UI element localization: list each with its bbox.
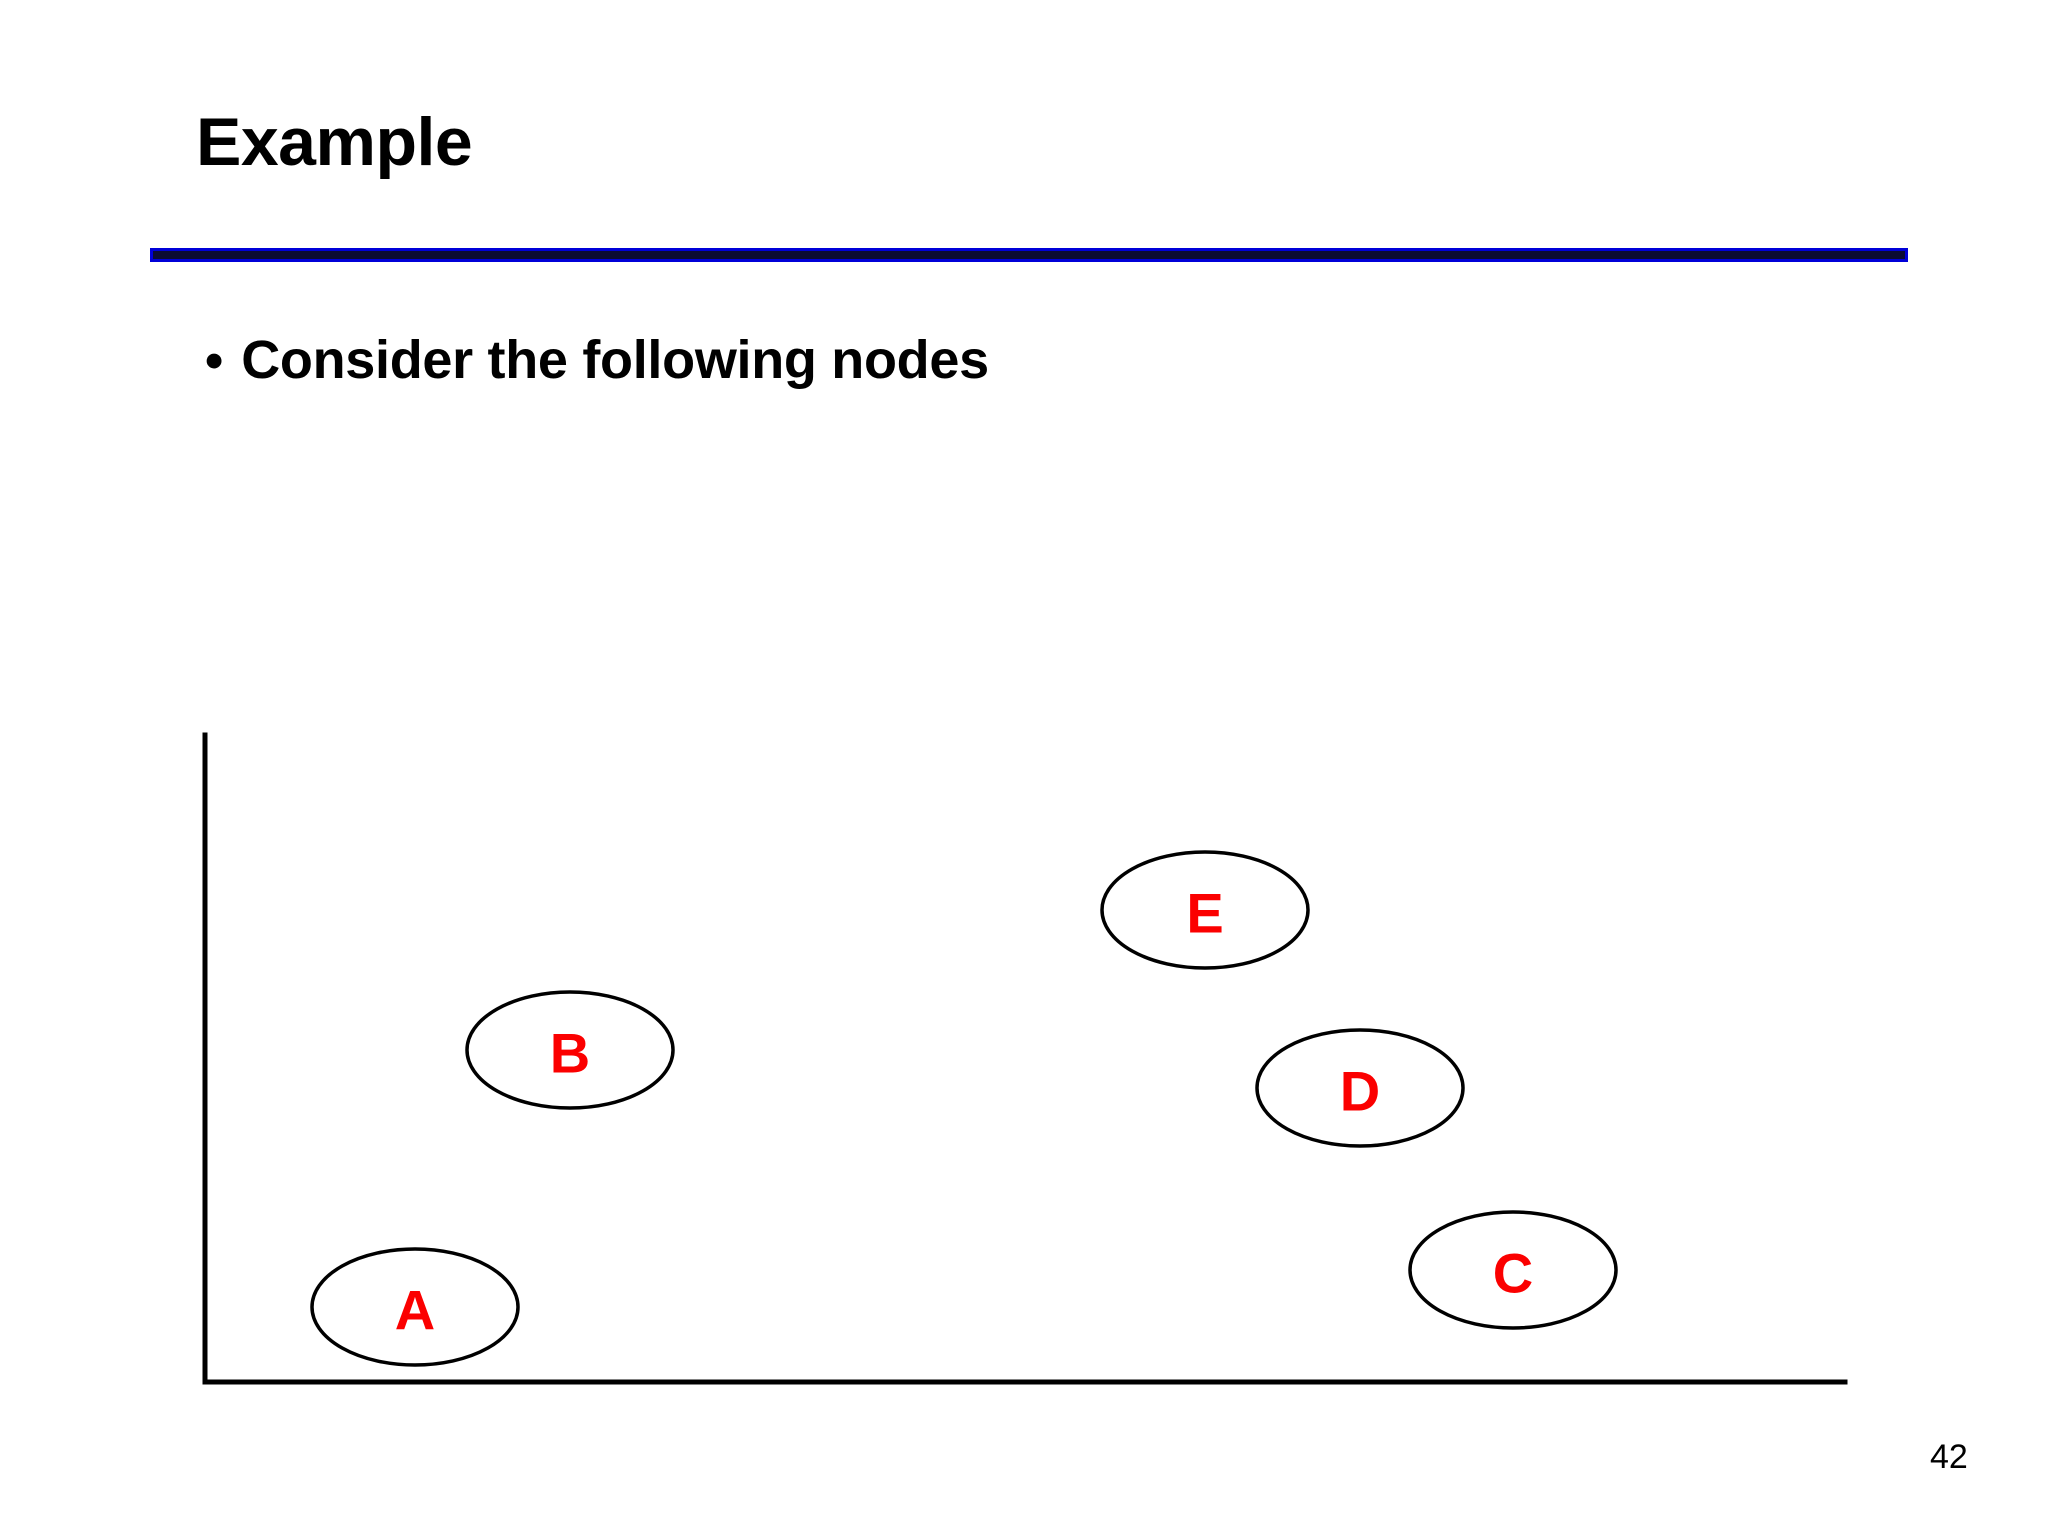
node-e[interactable]: E bbox=[1100, 850, 1310, 970]
node-c[interactable]: C bbox=[1408, 1210, 1618, 1330]
node-b-ellipse[interactable] bbox=[465, 990, 675, 1110]
bullet-point-icon: • bbox=[205, 332, 224, 390]
title-divider-core bbox=[153, 251, 1905, 259]
node-d-ellipse[interactable] bbox=[1255, 1028, 1465, 1148]
node-e-ellipse[interactable] bbox=[1100, 850, 1310, 970]
node-b[interactable]: B bbox=[465, 990, 675, 1110]
node-b-label: B bbox=[550, 1022, 590, 1085]
title-divider bbox=[150, 248, 1908, 262]
page-title: Example bbox=[196, 104, 473, 180]
node-a-label: A bbox=[395, 1279, 435, 1342]
node-a[interactable]: A bbox=[310, 1247, 520, 1367]
bullet-list-item: • Consider the following nodes bbox=[205, 333, 989, 387]
node-d[interactable]: D bbox=[1255, 1028, 1465, 1148]
node-e-label: E bbox=[1186, 882, 1223, 945]
slide-page-number: 42 bbox=[1930, 1438, 1968, 1476]
node-c-ellipse[interactable] bbox=[1408, 1210, 1618, 1330]
node-d-label: D bbox=[1340, 1060, 1380, 1123]
bullet-item-label: Consider the following nodes bbox=[241, 330, 989, 390]
node-a-ellipse[interactable] bbox=[310, 1247, 520, 1367]
node-c-label: C bbox=[1493, 1242, 1533, 1305]
